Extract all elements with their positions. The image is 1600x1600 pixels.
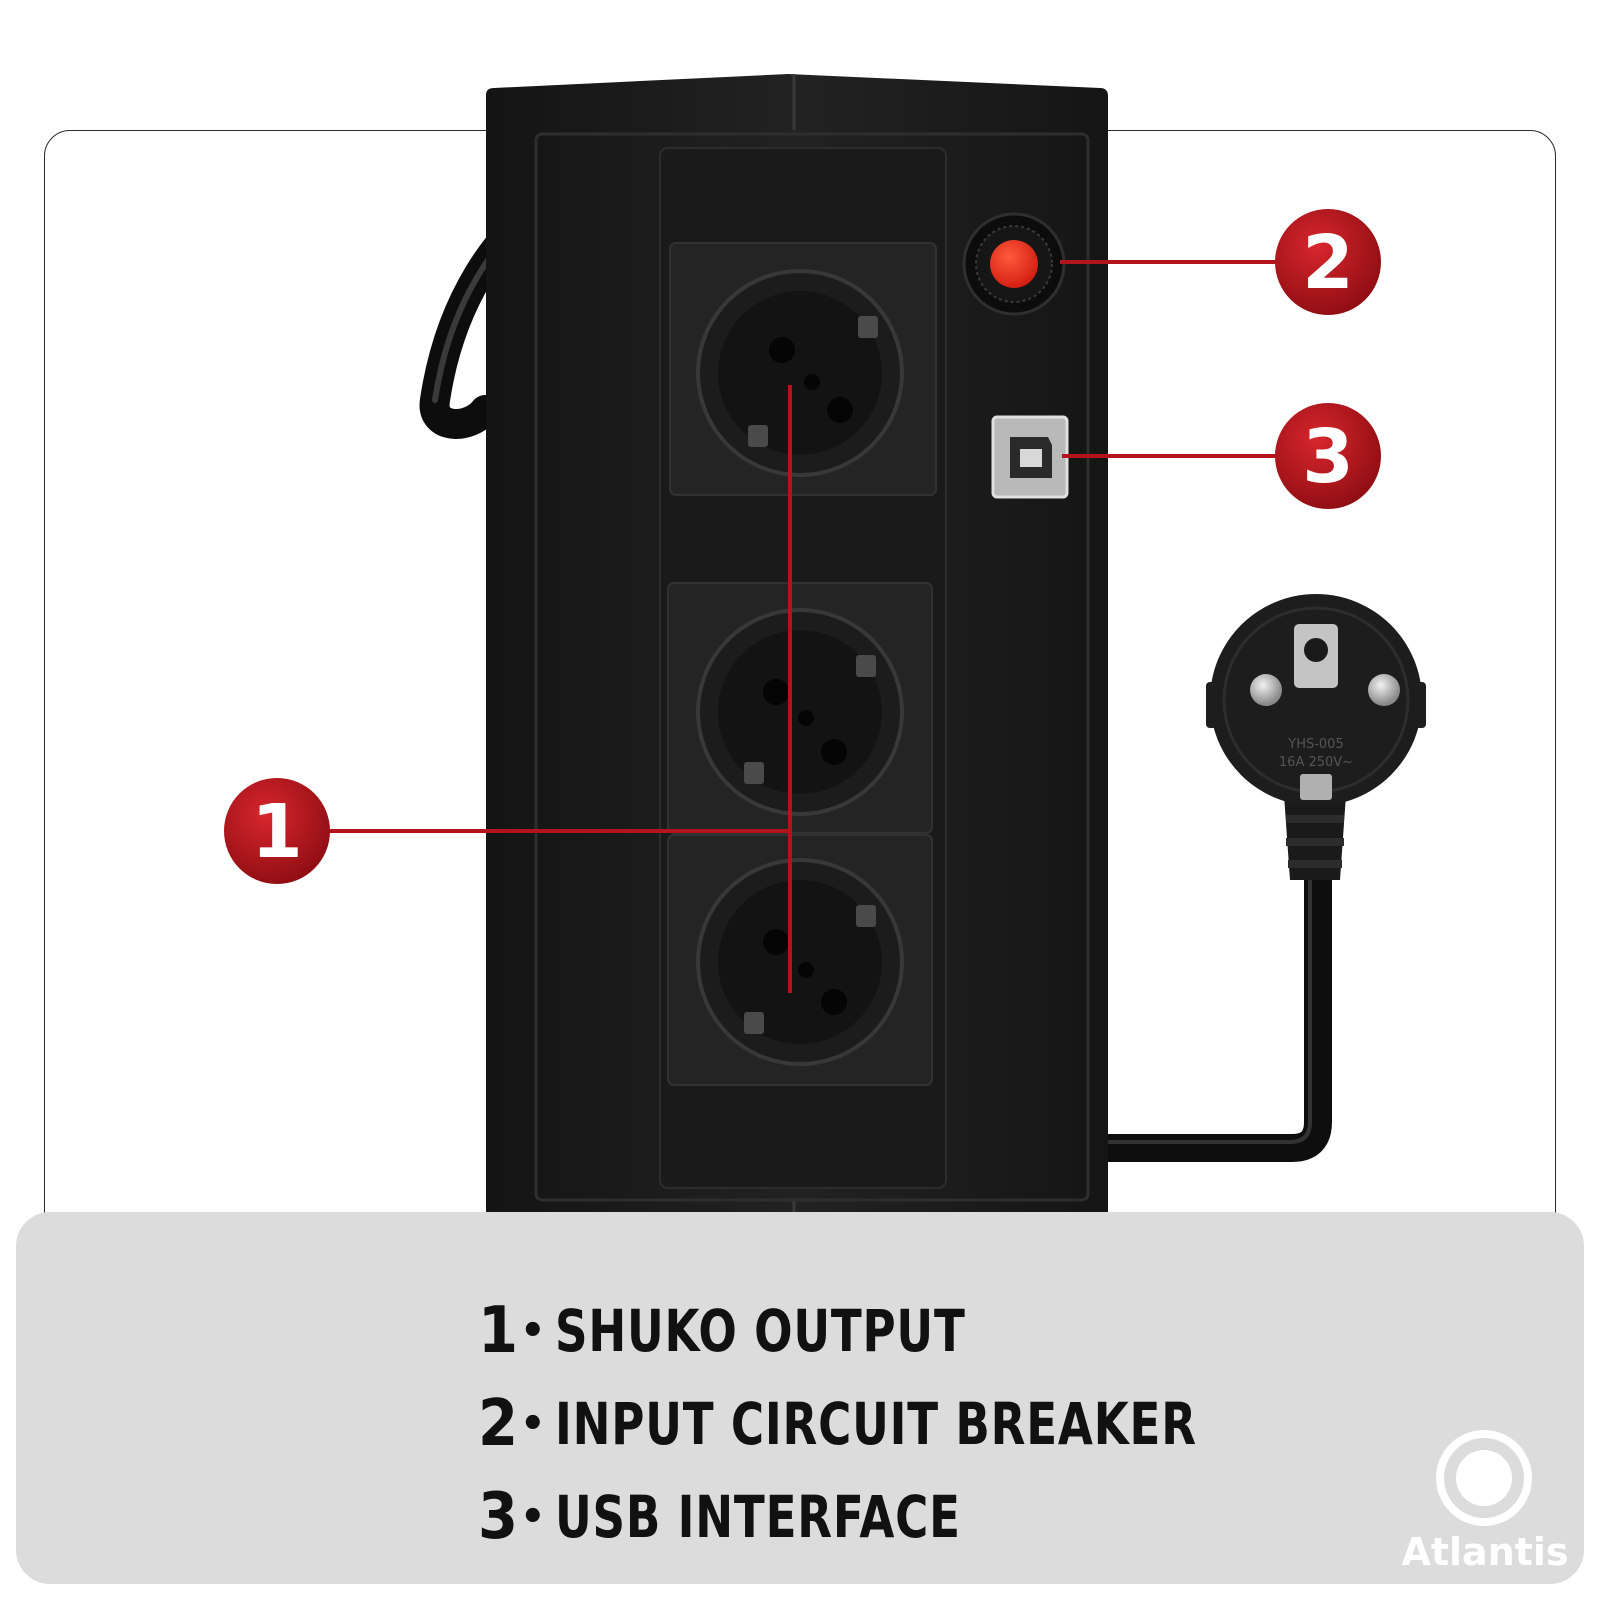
legend-item-input-circuit-breaker: 2 • INPUT CIRCUIT BREAKER	[478, 1377, 1377, 1470]
caption-panel	[16, 1212, 1584, 1584]
circuit-breaker	[962, 212, 1066, 316]
callout-badge-3: 3	[1275, 403, 1381, 509]
legend-number: 3	[478, 1479, 519, 1554]
output-plug-cord	[1108, 880, 1332, 1162]
legend-label: INPUT CIRCUIT BREAKER	[554, 1389, 1197, 1458]
callout-badge-2: 2	[1275, 209, 1381, 315]
legend-label: SHUKO OUTPUT	[554, 1296, 966, 1365]
legend-separator: •	[520, 1307, 547, 1354]
legend-separator: •	[520, 1493, 547, 1540]
brand-logo-dot-icon	[1456, 1450, 1512, 1506]
brand-logo: Atlantis	[1390, 1416, 1590, 1586]
feature-legend: 1 • SHUKO OUTPUT 2 • INPUT CIRCUIT BREAK…	[478, 1284, 1377, 1563]
plug-rating-text: 16A 250V~	[1279, 755, 1353, 770]
shuko-outlet	[669, 242, 937, 496]
callout-badge-1-number: 1	[251, 789, 303, 875]
legend-number: 1	[478, 1293, 519, 1368]
legend-item-shuko-output: 1 • SHUKO OUTPUT	[478, 1284, 1377, 1377]
legend-number: 2	[478, 1386, 519, 1461]
callout-lines	[325, 260, 1276, 993]
legend-item-usb-interface: 3 • USB INTERFACE	[478, 1470, 1377, 1563]
legend-separator: •	[520, 1400, 547, 1447]
usb-port	[991, 415, 1069, 499]
brand-logo-ring-icon	[1436, 1430, 1532, 1526]
shuko-outlet	[667, 582, 933, 834]
shuko-outlet	[667, 834, 933, 1086]
schuko-plug: YHS-005 16A 250V~	[1206, 594, 1426, 880]
callout-badge-1: 1	[224, 778, 330, 884]
callout-badge-2-number: 2	[1302, 220, 1354, 306]
callout-badge-3-number: 3	[1302, 414, 1354, 500]
legend-label: USB INTERFACE	[554, 1482, 961, 1551]
plug-model-text: YHS-005	[1287, 737, 1343, 752]
brand-name: Atlantis	[1401, 1530, 1569, 1574]
